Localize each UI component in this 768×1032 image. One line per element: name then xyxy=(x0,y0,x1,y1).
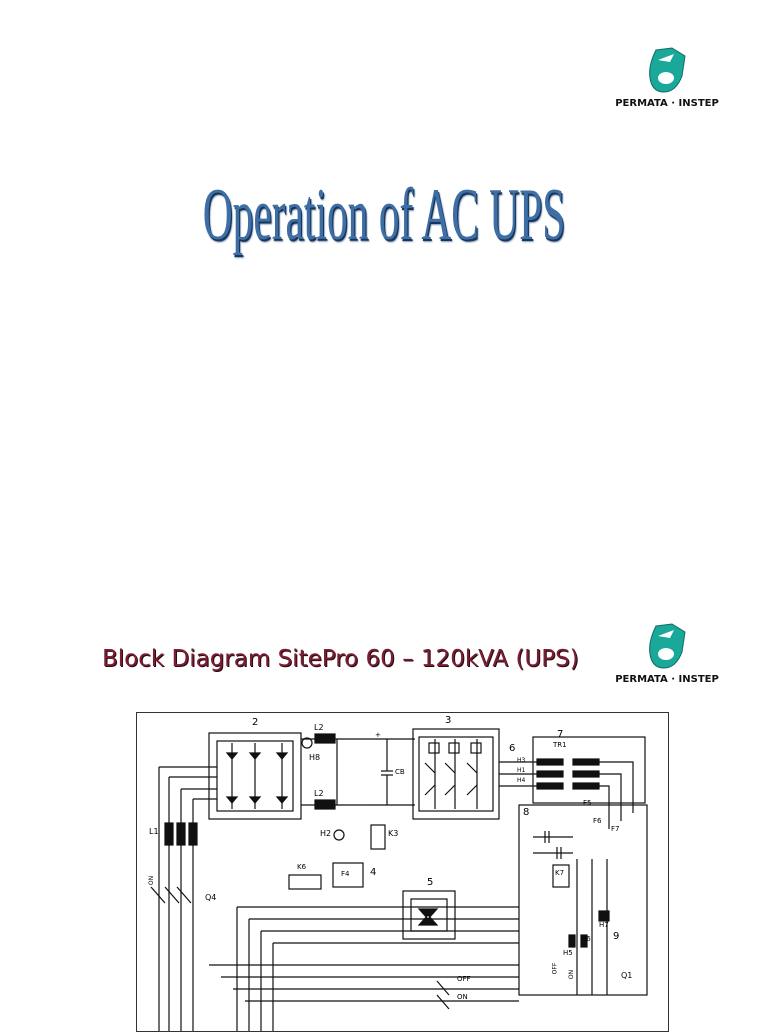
company-logo: PERMATA · INSTEP xyxy=(612,622,722,712)
label-switch-off: OFF xyxy=(457,975,471,983)
relay-k6 xyxy=(288,874,322,890)
bypass-block xyxy=(518,804,648,996)
label-block-4: 4 xyxy=(370,867,377,878)
label-h3: H3 xyxy=(517,757,526,764)
label-l2-top: L2 xyxy=(314,723,324,732)
label-minus: - xyxy=(375,801,378,809)
slide-block-diagram: PERMATA · INSTEP Block Diagram SitePro 6… xyxy=(0,600,768,1032)
relay-k3 xyxy=(370,824,386,850)
label-f7: F7 xyxy=(611,825,620,833)
label-h6: H6 xyxy=(581,935,591,943)
circuit-schematic xyxy=(150,728,648,1031)
lamp-h7 xyxy=(598,910,610,922)
slide-title-heading: Operation of AC UPS xyxy=(202,174,566,256)
static-switch-block xyxy=(402,890,456,940)
rectifier-block xyxy=(208,732,302,820)
rectifier-inner xyxy=(216,740,294,812)
label-block-7: 7 xyxy=(557,729,564,740)
label-h7: H7 xyxy=(599,921,609,929)
lamp-h8 xyxy=(301,737,313,749)
label-h1: H1 xyxy=(517,767,526,774)
label-q4: Q4 xyxy=(205,893,217,902)
label-plus: + xyxy=(375,731,381,739)
company-logo: PERMATA · INSTEP xyxy=(612,46,722,136)
label-k3: K3 xyxy=(388,829,399,838)
label-block-6: 6 xyxy=(509,743,516,754)
label-k7: K7 xyxy=(555,869,565,877)
label-block-5: 5 xyxy=(427,877,434,888)
label-block-3: 3 xyxy=(445,715,452,726)
rectifier-diodes xyxy=(225,743,289,809)
label-h8: H8 xyxy=(309,753,321,762)
label-q1-off: OFF xyxy=(551,962,559,975)
inverter-inner xyxy=(418,736,494,812)
petronas-logo-icon xyxy=(649,623,686,669)
label-block-8: 8 xyxy=(523,807,530,818)
label-cb: CB xyxy=(395,768,405,776)
label-l1: L1 xyxy=(149,827,159,836)
diagram-labels: 2 3 4 5 6 7 8 9 L2 L2 H8 CB H2 K3 K6 F4 … xyxy=(137,713,668,1031)
label-h4: H4 xyxy=(517,777,526,784)
relay-k7 xyxy=(552,864,570,888)
label-switch-on: ON xyxy=(457,993,468,1001)
slide-heading: Block Diagram SitePro 60 – 120kVA (UPS) xyxy=(102,646,579,672)
label-k6: K6 xyxy=(297,863,307,871)
label-f5: F5 xyxy=(583,799,592,807)
inverter-transistors xyxy=(424,739,482,809)
label-tr1: TR1 xyxy=(553,741,567,749)
label-l2-bottom: L2 xyxy=(314,789,324,798)
label-block-2: 2 xyxy=(252,717,259,728)
lamp-h2 xyxy=(333,829,345,841)
label-q1: Q1 xyxy=(621,971,633,980)
inductor-l2-top xyxy=(314,733,336,744)
label-f6: F6 xyxy=(593,817,602,825)
logo-text: PERMATA · INSTEP xyxy=(615,98,719,109)
label-h2: H2 xyxy=(320,829,332,838)
ups-block-diagram: 2 3 4 5 6 7 8 9 L2 L2 H8 CB H2 K3 K6 F4 … xyxy=(136,712,669,1032)
label-block-9: 9 xyxy=(613,931,620,942)
logo-text: PERMATA · INSTEP xyxy=(615,674,719,685)
inductor-l2-bottom xyxy=(314,799,336,810)
fuse-f4-block xyxy=(332,862,364,888)
label-q4-on: ON xyxy=(148,875,156,886)
transformer-block xyxy=(532,736,646,804)
label-h5: H5 xyxy=(563,949,573,957)
slide-title: PERMATA · INSTEP Operation of AC UPS xyxy=(202,46,722,256)
label-f4: F4 xyxy=(341,870,350,878)
label-q1-on: ON xyxy=(568,969,576,980)
petronas-logo-icon xyxy=(649,47,686,93)
